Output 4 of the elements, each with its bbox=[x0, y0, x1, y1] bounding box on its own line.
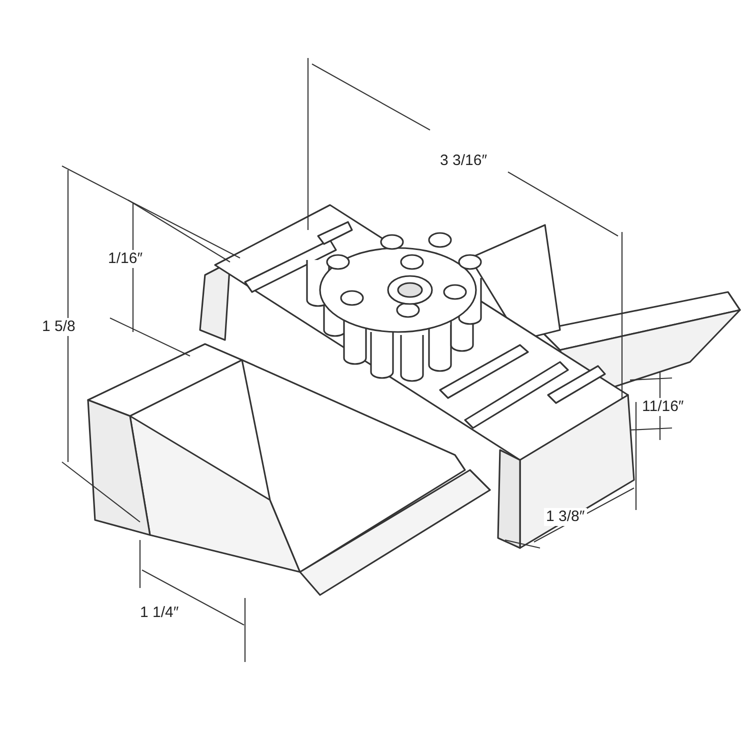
dimension-label: 1/16″ bbox=[106, 250, 145, 268]
dimension-label: 11/16″ bbox=[640, 398, 686, 416]
dimension-label: 1 3/8″ bbox=[544, 508, 587, 526]
dimension-label: 1 5/8 bbox=[40, 318, 78, 336]
